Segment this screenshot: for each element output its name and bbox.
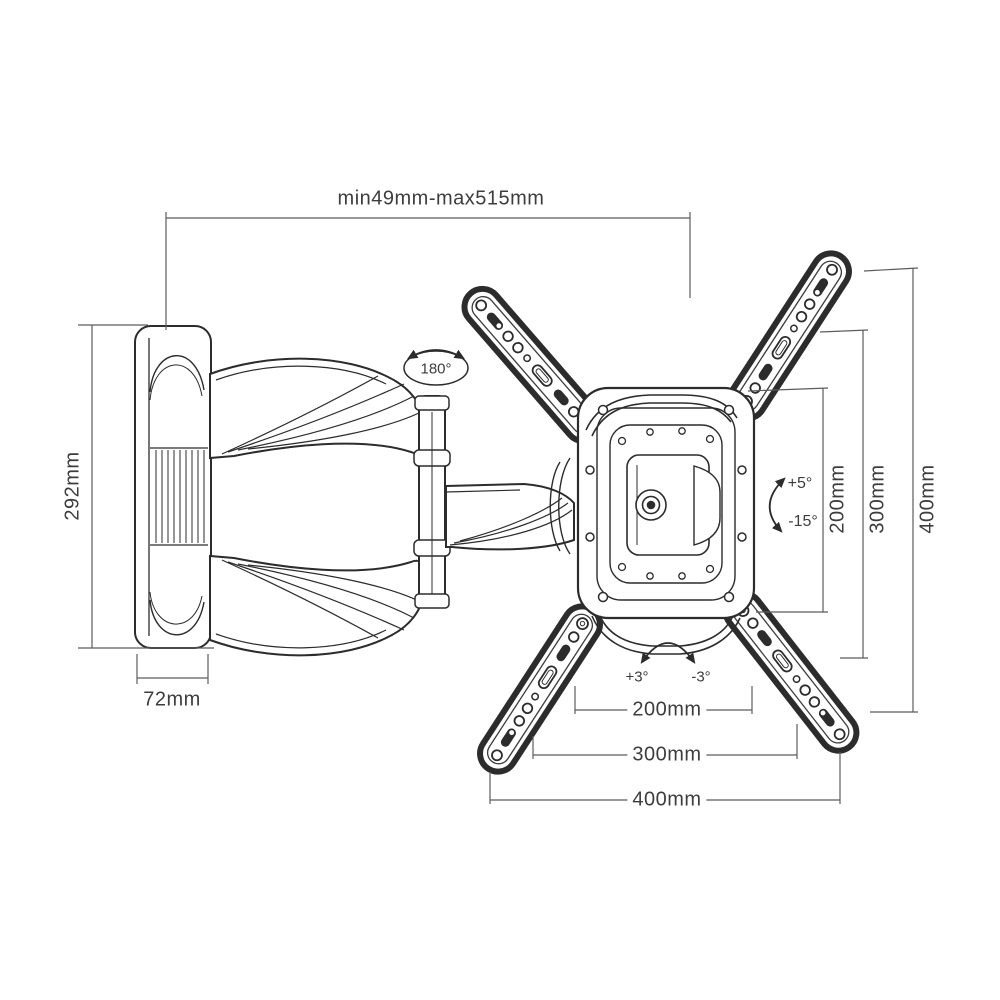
vesa-hub bbox=[626, 454, 721, 556]
level-adjust-right-label: -3° bbox=[691, 668, 711, 686]
arm-vertical-link bbox=[413, 395, 451, 609]
forearm bbox=[445, 457, 575, 555]
vesa-horizontal-400-label: 400mm bbox=[627, 788, 707, 812]
level-adjust-left-label: +3° bbox=[625, 668, 649, 686]
vesa-vertical-300-label: 300mm bbox=[866, 464, 889, 534]
swivel-arm-lower bbox=[209, 554, 425, 657]
vesa-vertical-200-label: 200mm bbox=[826, 464, 849, 534]
tilt-up-label: +5° bbox=[787, 475, 813, 492]
dimension-lines bbox=[78, 212, 919, 804]
height-label: 292mm bbox=[61, 451, 84, 521]
swivel-arrow-arc bbox=[406, 349, 466, 360]
tilt-down-label: -15° bbox=[788, 513, 818, 530]
level-arrow-arc bbox=[640, 642, 696, 664]
vesa-arm-bottom-left bbox=[473, 600, 607, 779]
tilt-arrow-arc bbox=[768, 477, 786, 533]
swivel-angle-label: 180° bbox=[420, 360, 452, 378]
angle-arcs bbox=[403, 349, 786, 664]
vesa-plate bbox=[576, 386, 756, 655]
vesa-horizontal-200-label: 200mm bbox=[627, 698, 707, 722]
vesa-horizontal-300-label: 300mm bbox=[627, 743, 707, 767]
depth-label: 72mm bbox=[143, 688, 201, 711]
vesa-vertical-400-label: 400mm bbox=[916, 464, 939, 534]
swivel-arm-upper bbox=[209, 357, 425, 460]
wall-plate bbox=[134, 325, 212, 649]
extension-range-label: min49mm-max515mm bbox=[337, 187, 545, 210]
